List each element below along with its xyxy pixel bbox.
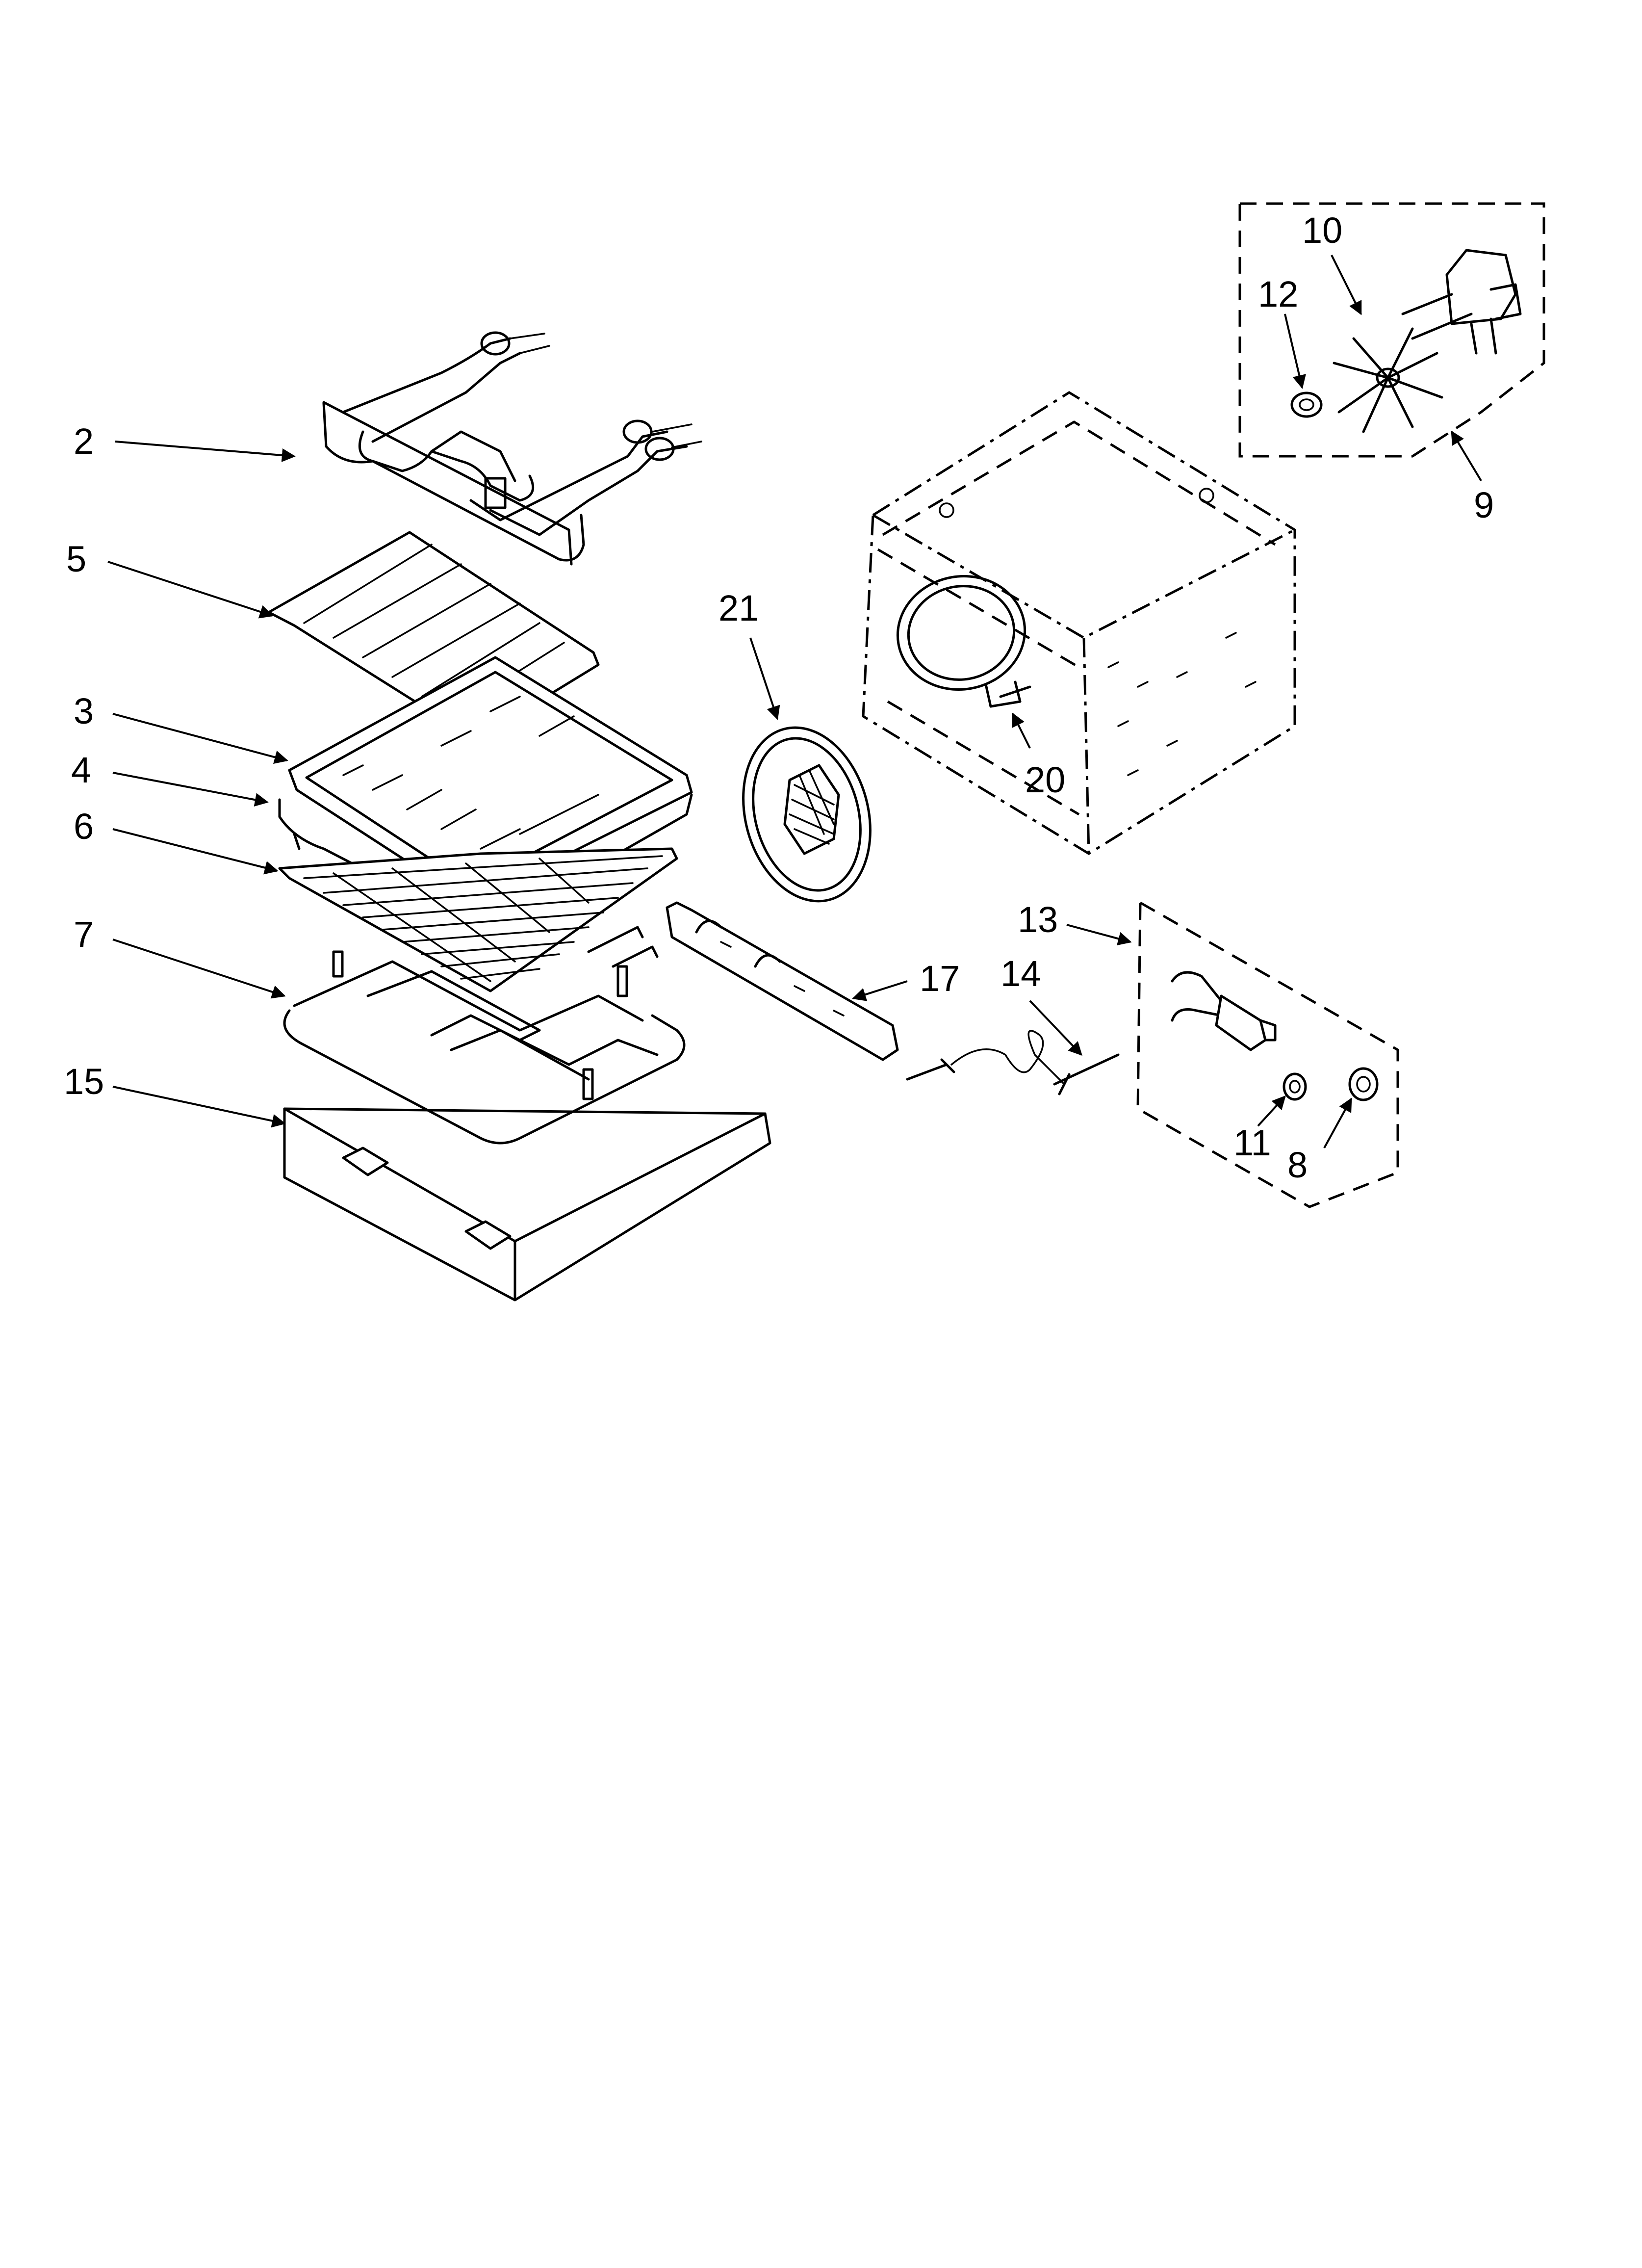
leader-17 [852, 980, 908, 1001]
oven-liner-part [862, 391, 1296, 855]
callout-13: 13 [1018, 899, 1058, 940]
callout-7: 7 [74, 914, 94, 955]
convection-fan-assembly-group [1238, 202, 1545, 458]
broil-element-part [322, 331, 702, 566]
callout-20: 20 [1025, 759, 1065, 800]
callout-6: 6 [74, 806, 94, 847]
leader-11 [1257, 1095, 1286, 1127]
callout-17: 17 [920, 958, 960, 999]
fan-cover-part [742, 726, 872, 903]
callout-10: 10 [1302, 210, 1342, 251]
leader-4 [112, 772, 269, 807]
convection-element-part [896, 575, 1031, 708]
leader-2 [115, 441, 296, 462]
leader-10 [1331, 255, 1362, 315]
callout-4: 4 [71, 750, 91, 790]
leader-21 [749, 637, 780, 720]
bake-element-part [283, 926, 686, 1145]
leader-7 [112, 938, 286, 999]
leader-13 [1066, 924, 1132, 945]
mounting-bracket-part [666, 901, 899, 1061]
callout-11: 11 [1233, 1122, 1271, 1163]
leader-5 [107, 561, 274, 619]
temperature-probe-part [906, 1030, 1120, 1095]
callout-3: 3 [74, 691, 94, 731]
leader-8 [1323, 1097, 1352, 1148]
leader-12 [1284, 313, 1306, 389]
callout-8: 8 [1287, 1145, 1308, 1185]
callout-21: 21 [718, 588, 759, 628]
leader-9 [1451, 430, 1482, 482]
leader-20 [1012, 712, 1031, 749]
callout-leaders [107, 255, 1482, 1148]
leader-3 [112, 713, 288, 764]
callout-labels: 2 5 3 4 6 7 15 17 14 13 11 8 20 21 12 10… [64, 210, 1494, 1185]
leader-6 [112, 828, 279, 875]
callout-15: 15 [64, 1061, 104, 1102]
oven-light-assembly-group [1136, 900, 1399, 1208]
callout-12: 12 [1258, 274, 1298, 314]
callout-14: 14 [1001, 953, 1041, 994]
callout-2: 2 [74, 421, 94, 462]
callout-5: 5 [66, 539, 86, 579]
callout-9: 9 [1474, 485, 1494, 525]
bake-element-cover-part [283, 1107, 771, 1302]
broiler-pan-part [288, 656, 693, 904]
leader-14 [1029, 1000, 1082, 1056]
oven-rack-part [278, 847, 678, 992]
leader-15 [112, 1086, 286, 1128]
